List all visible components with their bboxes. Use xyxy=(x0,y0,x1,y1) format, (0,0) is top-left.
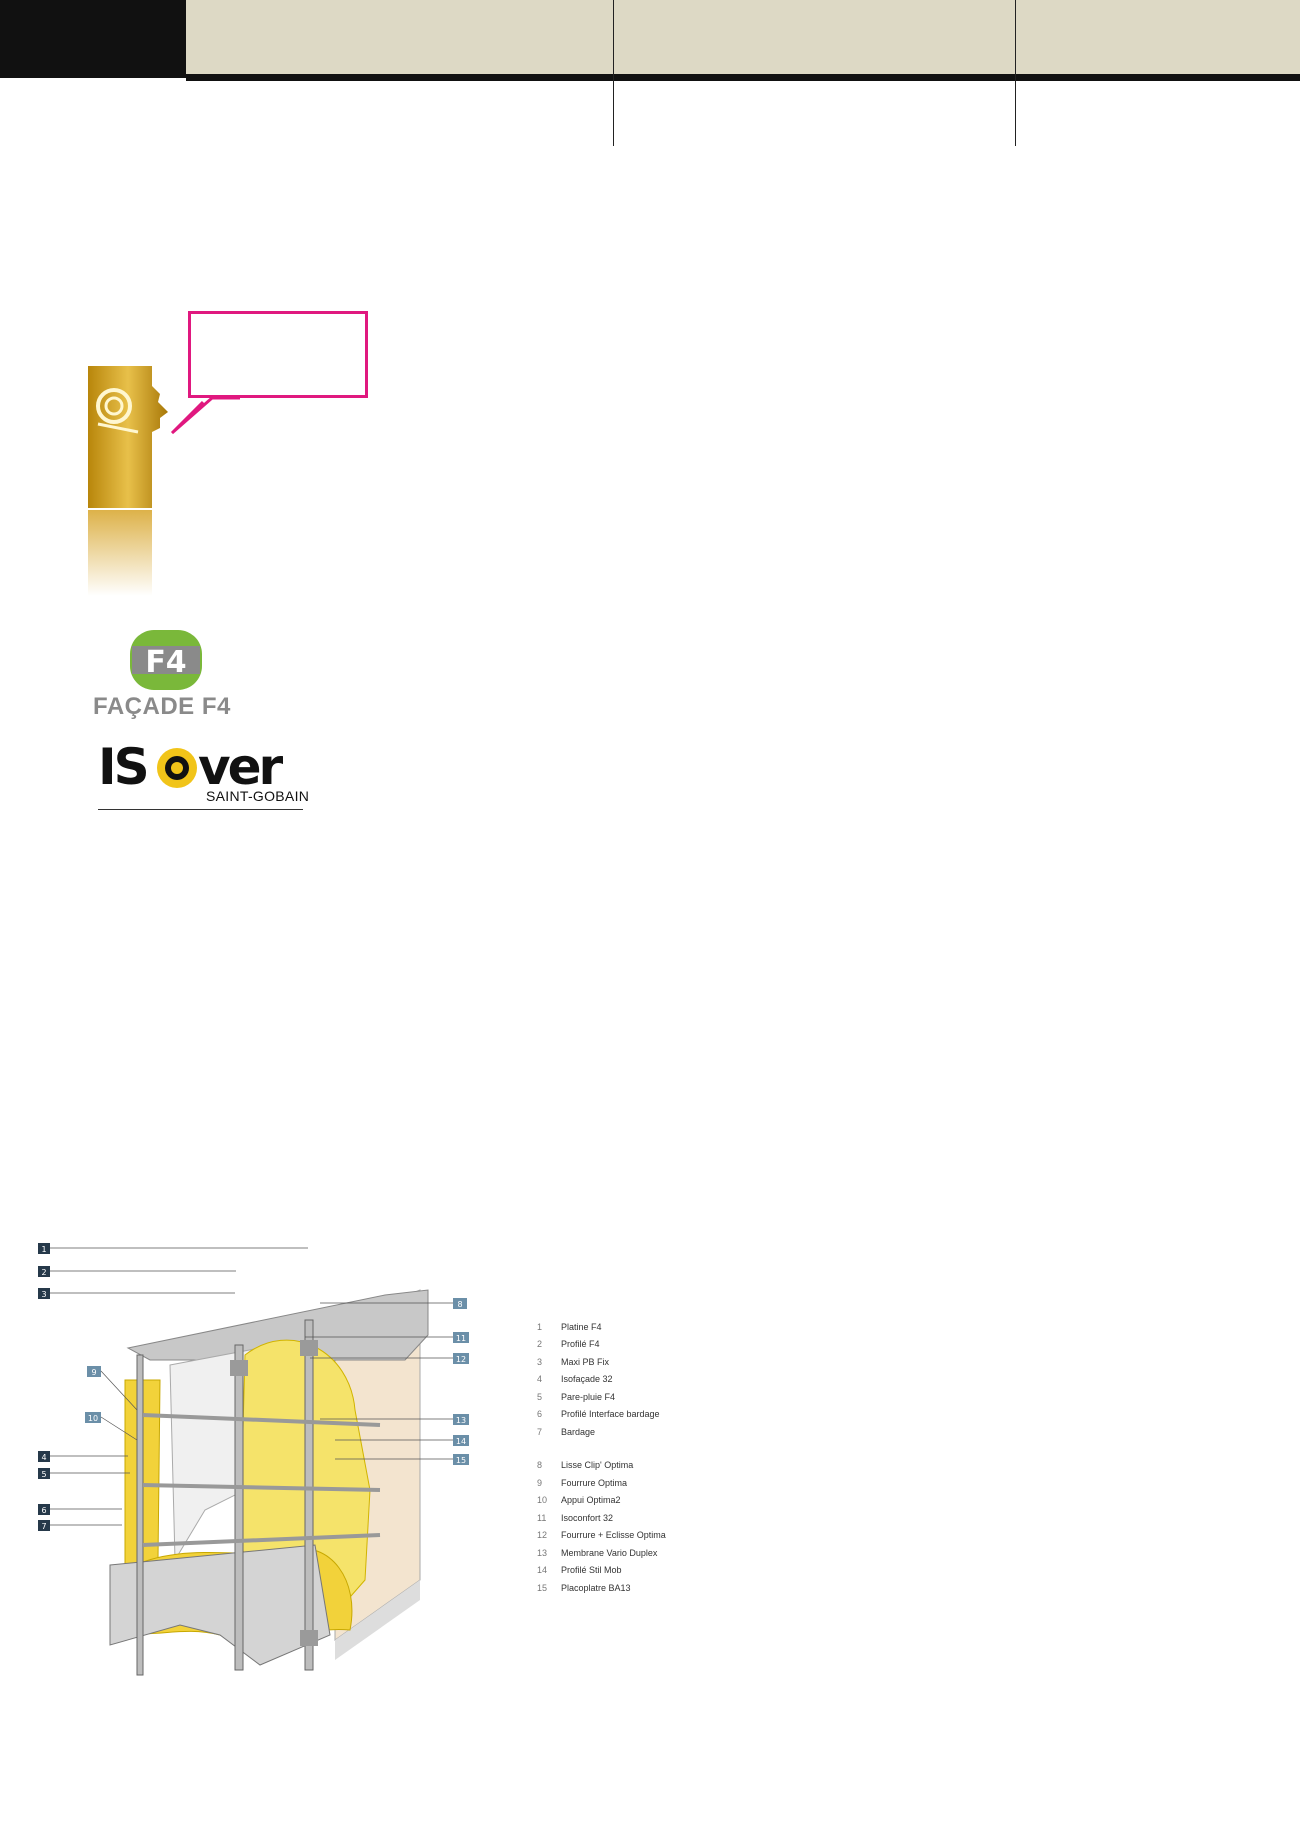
svg-text:4: 4 xyxy=(41,1453,46,1462)
svg-text:13: 13 xyxy=(456,1416,466,1425)
svg-text:IS: IS xyxy=(98,740,147,792)
callout-6: 6 xyxy=(38,1504,50,1515)
callout-10: 10 xyxy=(85,1412,101,1423)
svg-text:14: 14 xyxy=(456,1437,466,1446)
callout-7: 7 xyxy=(38,1520,50,1531)
f4-mark-text: F4 xyxy=(145,645,186,680)
column-divider xyxy=(613,0,614,146)
isover-logo: IS ver xyxy=(98,738,308,812)
svg-text:15: 15 xyxy=(456,1456,466,1465)
legend-gap xyxy=(537,1441,677,1457)
svg-text:3: 3 xyxy=(41,1290,46,1299)
f4-logo-mark: F4 xyxy=(130,630,202,690)
svg-text:1: 1 xyxy=(41,1245,46,1254)
svg-text:8: 8 xyxy=(457,1300,462,1309)
isover-wordmark: IS ver xyxy=(98,738,287,796)
callout-8: 8 xyxy=(453,1298,467,1309)
wall-system-diagram: 1 2 3 4 5 6 7 9 10 8 11 12 13 14 15 xyxy=(38,1240,660,1710)
floor-slab xyxy=(335,1580,420,1660)
header-rule xyxy=(186,74,1300,81)
svg-text:12: 12 xyxy=(456,1355,466,1364)
vertical-profile xyxy=(234,1344,244,1671)
facade-f4-label: FAÇADE F4 xyxy=(93,693,231,720)
callout-11: 11 xyxy=(453,1332,469,1343)
isover-underline xyxy=(98,809,303,810)
callout-2: 2 xyxy=(38,1266,50,1277)
callout-12: 12 xyxy=(453,1353,469,1364)
callout-1: 1 xyxy=(38,1243,50,1254)
vertical-profile xyxy=(304,1319,314,1671)
callout-14: 14 xyxy=(453,1435,469,1446)
callout-3: 3 xyxy=(38,1288,50,1299)
isover-sub-label: SAINT-GOBAIN xyxy=(206,788,310,804)
callout-4: 4 xyxy=(38,1451,50,1462)
callout-5: 5 xyxy=(38,1468,50,1479)
svg-text:6: 6 xyxy=(41,1506,46,1515)
speech-bubble-tail xyxy=(170,380,240,435)
svg-text:ver: ver xyxy=(198,740,284,792)
svg-text:9: 9 xyxy=(91,1368,96,1377)
top-slab xyxy=(126,1289,429,1361)
callout-15: 15 xyxy=(453,1454,469,1465)
svg-text:10: 10 xyxy=(88,1414,98,1423)
gold-head-icon xyxy=(88,366,168,596)
header-band xyxy=(186,0,1300,74)
column-divider xyxy=(1015,0,1016,146)
header-black-block xyxy=(0,0,186,78)
svg-text:11: 11 xyxy=(456,1334,466,1343)
svg-text:7: 7 xyxy=(41,1522,46,1531)
svg-text:5: 5 xyxy=(41,1470,46,1479)
callout-9: 9 xyxy=(87,1366,101,1377)
callout-13: 13 xyxy=(453,1414,469,1425)
vertical-profile xyxy=(136,1354,144,1676)
svg-text:2: 2 xyxy=(41,1268,46,1277)
